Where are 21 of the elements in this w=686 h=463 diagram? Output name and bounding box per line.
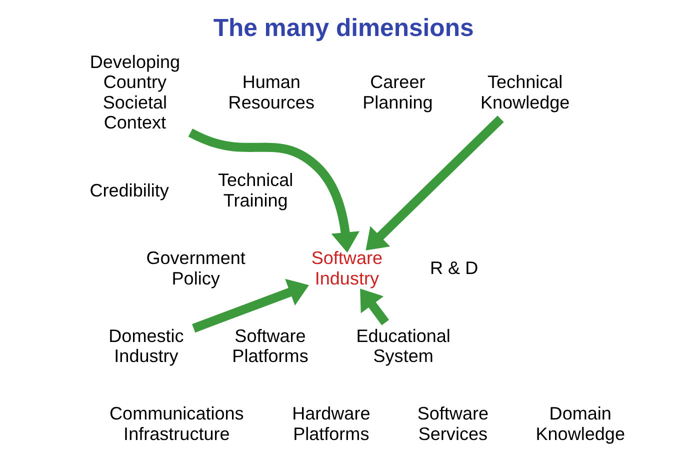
label: Software Services: [417, 404, 489, 444]
label: Credibility: [90, 180, 169, 200]
label: Career Planning: [362, 72, 433, 112]
label: Government Policy: [146, 248, 246, 288]
arrow: [366, 116, 504, 250]
node-text: Developing Country Societal Context: [90, 52, 180, 133]
node-text: Domestic Industry: [108, 326, 184, 366]
label: Software Platforms: [232, 326, 308, 366]
node-text: Educational System: [356, 326, 450, 366]
label: Technical Training: [218, 170, 294, 210]
label: Human Resources: [228, 72, 314, 112]
label: Domain Knowledge: [536, 404, 625, 444]
arrow: [188, 128, 360, 253]
arrow: [192, 278, 309, 333]
arrow: [360, 288, 390, 326]
node-text: Technical Knowledge: [480, 72, 570, 112]
label: Communications Infrastructure: [110, 404, 244, 444]
node-text: Software Industry: [311, 248, 383, 288]
label: R & D: [430, 258, 478, 278]
diagram-title: The many dimensions: [213, 14, 474, 42]
label: Hardware Platforms: [292, 404, 370, 444]
